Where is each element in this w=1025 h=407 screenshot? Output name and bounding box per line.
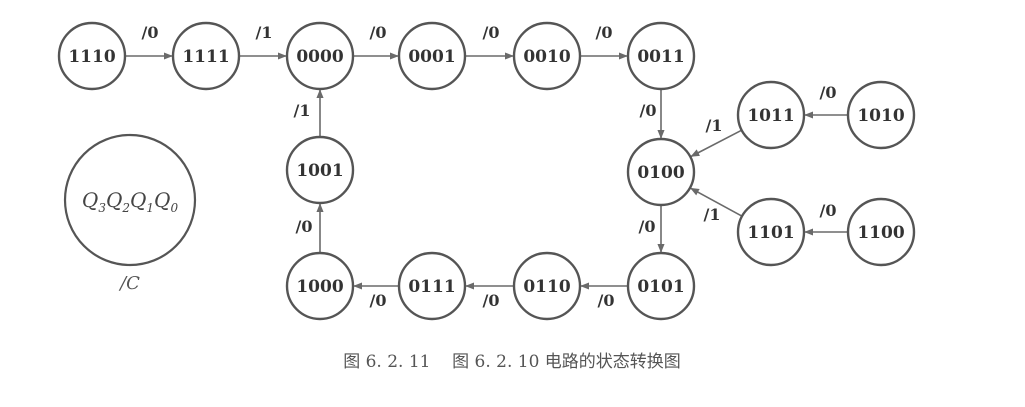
state-circle [285, 135, 355, 205]
state-node-1111: 1111 [171, 21, 241, 91]
transition-output-label: /0 [820, 201, 837, 220]
transition-output-label: /0 [142, 23, 159, 42]
state-circle [397, 251, 467, 321]
transition-output-label: /0 [370, 291, 387, 310]
state-node-1010: 1010 [846, 80, 916, 150]
state-label: 1000 [296, 277, 343, 297]
transition-output-label: /0 [639, 217, 656, 236]
transition-labels: /0/1/0/0/0/0/0/0/0/0/0/1/0/1/0/1 [142, 23, 837, 310]
state-label: 0001 [408, 47, 455, 67]
state-circle [512, 251, 582, 321]
legend-state-vars: Q3Q2Q1Q0 [82, 188, 179, 215]
state-circle [626, 137, 696, 207]
state-label: 1110 [68, 47, 115, 67]
state-node-0111: 0111 [397, 251, 467, 321]
figure-caption: 图 6. 2. 11 图 6. 2. 10 电路的状态转换图 [343, 352, 681, 372]
state-node-0100: 0100 [626, 137, 696, 207]
state-node-0101: 0101 [626, 251, 696, 321]
legend-output-label: /C [118, 273, 140, 294]
state-label: 1101 [747, 223, 794, 243]
state-label: 0110 [523, 277, 570, 297]
transition-output-label: /0 [820, 83, 837, 102]
state-label: 0111 [408, 277, 455, 297]
state-label: 0000 [296, 47, 343, 67]
state-circle [736, 197, 806, 267]
state-node-0010: 0010 [512, 21, 582, 91]
state-node-0110: 0110 [512, 251, 582, 321]
state-circle [512, 21, 582, 91]
state-node-1101: 1101 [736, 197, 806, 267]
transition-output-label: /1 [706, 116, 723, 135]
state-circle [736, 80, 806, 150]
state-circle [626, 251, 696, 321]
state-label: 1010 [857, 106, 904, 126]
state-node-1100: 1100 [846, 197, 916, 267]
state-node-1011: 1011 [736, 80, 806, 150]
transition-arrow [690, 129, 743, 158]
state-node-0011: 0011 [626, 21, 696, 91]
state-label: 1111 [182, 47, 229, 67]
state-circle [285, 251, 355, 321]
transition-output-label: /0 [483, 23, 500, 42]
transition-output-label: /0 [598, 291, 615, 310]
legend-circle [63, 133, 197, 267]
state-circle [846, 80, 916, 150]
transition-output-label: /0 [596, 23, 613, 42]
transition-output-label: /0 [640, 101, 657, 120]
state-node-1001: 1001 [285, 135, 355, 205]
state-circle [626, 21, 696, 91]
state-label: 1001 [296, 161, 343, 181]
transition-output-label: /1 [704, 205, 721, 224]
transition-output-label: /0 [370, 23, 387, 42]
state-circle [171, 21, 241, 91]
state-circle [846, 197, 916, 267]
transition-edges [125, 52, 848, 290]
legend: Q3Q2Q1Q0 /C [63, 133, 197, 294]
state-label: 0010 [523, 47, 570, 67]
transition-arrow [690, 187, 743, 217]
transition-output-label: /0 [483, 291, 500, 310]
state-node-1110: 1110 [57, 21, 127, 91]
transition-output-label: /0 [296, 217, 313, 236]
state-circle [57, 21, 127, 91]
state-label: 0100 [637, 163, 684, 183]
state-node-0000: 0000 [285, 21, 355, 91]
state-node-1000: 1000 [285, 251, 355, 321]
state-circle [397, 21, 467, 91]
transition-output-label: /1 [256, 23, 273, 42]
state-circle [285, 21, 355, 91]
state-label: 0101 [637, 277, 684, 297]
state-label: 0011 [637, 47, 684, 67]
state-node-0001: 0001 [397, 21, 467, 91]
state-label: 1100 [857, 223, 904, 243]
transition-output-label: /1 [294, 101, 311, 120]
state-label: 1011 [747, 106, 794, 126]
state-nodes: 1110 1111 0000 0001 0010 0011 0100 0101 0110 0111… [57, 21, 916, 321]
